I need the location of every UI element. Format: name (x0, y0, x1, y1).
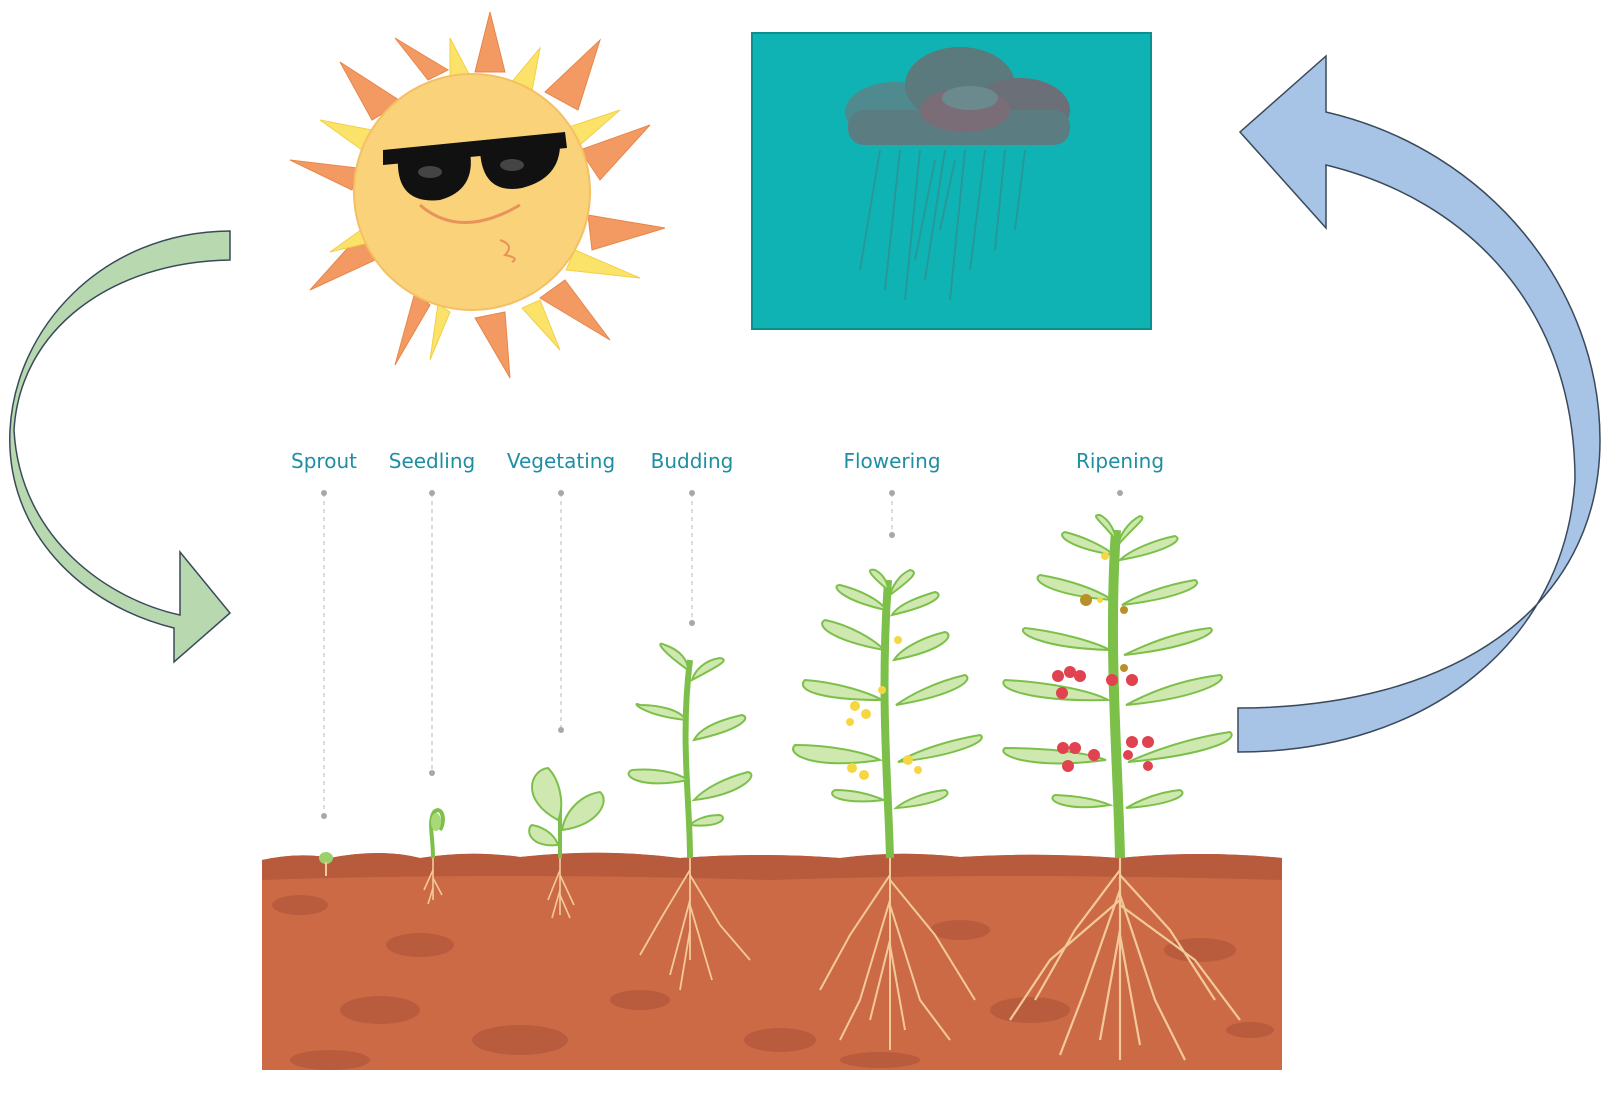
stage-labels: Sprout Seedling Vegetating Budding Flowe… (291, 449, 1164, 473)
rain-cloud-icon (752, 33, 1151, 329)
stage-leader-lines (321, 490, 1123, 819)
stage-label-flowering: Flowering (843, 449, 940, 473)
stage-label-sprout: Sprout (291, 449, 357, 473)
stage-label-vegetating: Vegetating (507, 449, 615, 473)
stage-label-budding: Budding (651, 449, 734, 473)
green-cycle-arrow (10, 231, 230, 662)
sun-icon (290, 12, 665, 378)
stage-label-ripening: Ripening (1076, 449, 1164, 473)
stage-label-seedling: Seedling (389, 449, 475, 473)
blue-cycle-arrow (1238, 56, 1600, 752)
